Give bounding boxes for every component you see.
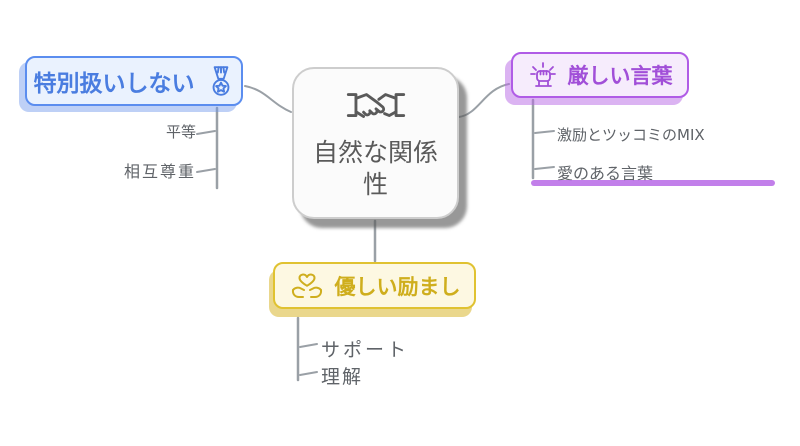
purple-branch-elbow-1 — [534, 130, 555, 134]
fist-icon — [528, 60, 558, 90]
node-harsh-words: 厳しい言葉 — [511, 52, 689, 98]
center-node-label: 自然な関係性 — [312, 137, 438, 200]
connector-center-to-purple — [458, 83, 510, 118]
node-label: 厳しい言葉 — [567, 64, 673, 88]
medal-icon — [207, 64, 235, 98]
sub-label-support: サポート — [321, 339, 410, 361]
center-node: 自然な関係性 — [292, 67, 459, 219]
node-label: 特別扱いしない — [33, 71, 195, 97]
heart-hands-icon — [289, 270, 325, 302]
yellow-branch-elbow-1 — [299, 343, 318, 348]
blue-branch-elbow-2 — [196, 168, 216, 173]
sub-label-words-with-love: 愛のある言葉 — [557, 164, 654, 183]
purple-underline-bar — [531, 180, 775, 186]
node-gentle-encouragement: 優しい励まし — [273, 262, 476, 309]
node-no-special-treatment: 特別扱いしない — [25, 56, 243, 106]
purple-branch-elbow-2 — [534, 166, 555, 170]
connector-blue-to-center — [244, 85, 292, 113]
yellow-branch-elbow-2 — [299, 371, 318, 376]
sub-label-equality: 平等 — [165, 123, 196, 141]
sub-label-understanding: 理解 — [321, 366, 364, 388]
sub-label-tough-encouragement: 激励とツッコミのMIX — [557, 126, 705, 144]
node-label: 優しい励まし — [334, 274, 461, 299]
blue-branch-elbow-1 — [196, 130, 216, 135]
sub-label-mutual-respect: 相互尊重 — [123, 162, 196, 181]
handshake-icon — [344, 85, 408, 127]
